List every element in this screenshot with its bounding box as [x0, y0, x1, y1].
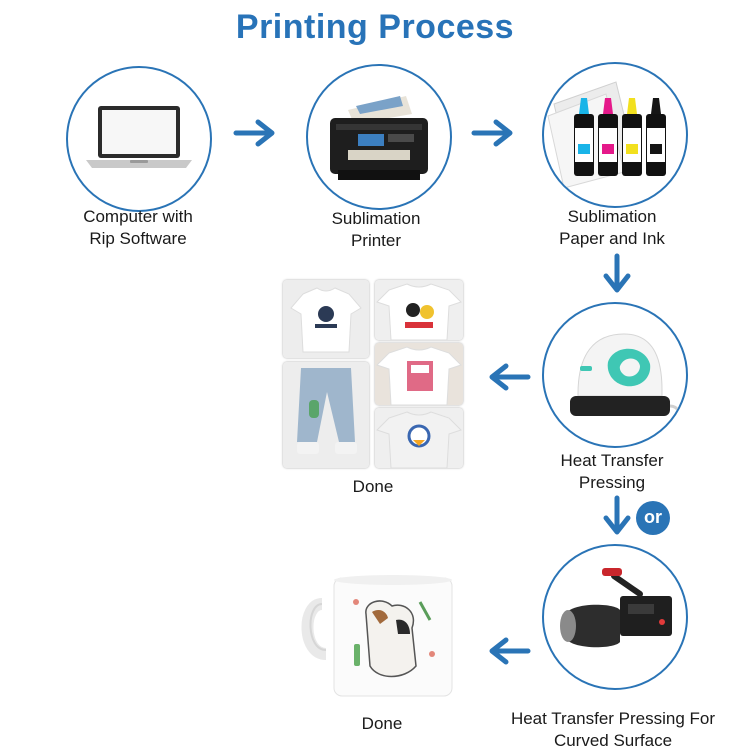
page-title: Printing Process — [235, 8, 515, 46]
arrow-down-icon — [602, 494, 632, 538]
white-tshirt-photo — [283, 280, 369, 358]
mickey-tshirt-photo — [375, 280, 463, 340]
heat-press-label-line2: Pressing — [578, 473, 646, 492]
done-shirts-label: Done — [352, 477, 394, 496]
paper-ink-step-label: Sublimation Paper and Ink — [514, 206, 710, 250]
heat-press-step-label: Heat Transfer Pressing — [514, 450, 710, 494]
printer-step-label: Sublimation Printer — [278, 208, 474, 252]
mug-press-step-label: Heat Transfer Pressing For Curved Surfac… — [470, 708, 750, 752]
ink-bottles-icon — [547, 81, 666, 189]
printed-mug-photo — [300, 562, 464, 702]
arrow-left-icon — [486, 362, 532, 392]
donald-tshirt-photo — [375, 408, 463, 468]
arrow-right-icon — [470, 118, 516, 148]
paper-ink-step-circle — [542, 62, 688, 208]
heat-press-step-circle — [542, 302, 688, 448]
arrow-right-icon — [232, 118, 278, 148]
printer-icon — [330, 96, 428, 180]
heat-press-icon — [570, 333, 684, 425]
ink-bottle-1 — [574, 98, 594, 176]
mug-press-label-line2: Curved Surface — [553, 731, 673, 750]
ink-bottle-4 — [646, 98, 666, 176]
done-mug-label: Done — [361, 714, 403, 733]
jeans-photo — [283, 362, 369, 468]
paper-ink-label-line2: Paper and Ink — [559, 229, 665, 248]
or-badge: or — [636, 501, 670, 535]
paper-ink-label-line1: Sublimation — [567, 207, 657, 226]
mug-press-label-line1: Heat Transfer Pressing For — [510, 709, 716, 728]
arrow-down-icon — [602, 252, 632, 296]
printer-label-line2: Printer — [350, 231, 402, 250]
laptop-icon — [86, 106, 192, 168]
computer-step-label: Computer with Rip Software — [40, 206, 236, 250]
ink-bottle-3 — [622, 98, 642, 176]
computer-label-line2: Rip Software — [89, 229, 187, 248]
mug-press-step-circle — [542, 544, 688, 690]
mug-press-icon — [560, 568, 672, 648]
computer-label-line1: Computer with — [83, 207, 193, 226]
ink-bottle-2 — [598, 98, 618, 176]
arrow-left-icon — [486, 636, 532, 666]
printer-label-line1: Sublimation — [331, 209, 421, 228]
heat-press-label-line1: Heat Transfer — [560, 451, 664, 470]
computer-step-circle — [66, 66, 212, 212]
printed-tshirt-photo — [375, 343, 463, 405]
printer-step-circle — [306, 64, 452, 210]
